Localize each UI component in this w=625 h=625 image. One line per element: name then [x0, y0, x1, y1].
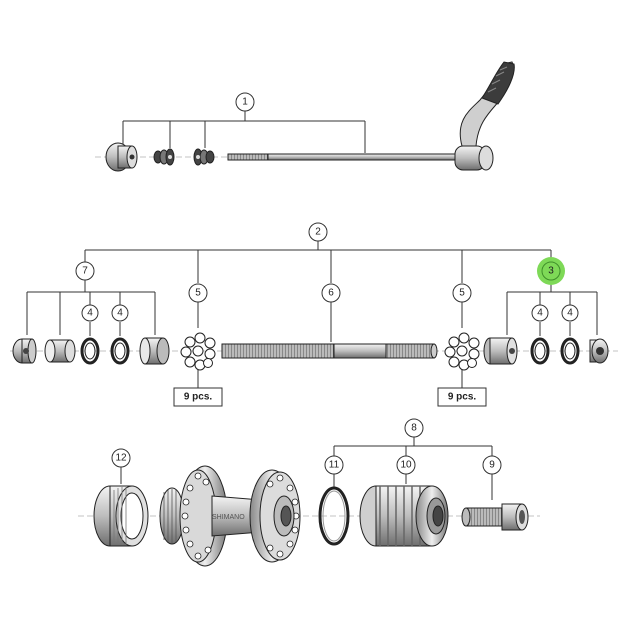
callout-6: 6 [328, 288, 334, 299]
qr-adjusting-nut [105, 142, 138, 172]
qr-cam-lever [454, 61, 515, 171]
spacer-left [44, 339, 76, 363]
ball-bearings-left [180, 332, 216, 371]
callout-12: 12 [115, 453, 127, 464]
washer-right-2 [560, 337, 580, 365]
callout-7: 7 [82, 266, 88, 277]
callout-10: 10 [400, 460, 412, 471]
locknut-right [589, 338, 609, 364]
callout-4-left-a: 4 [87, 308, 93, 319]
washer-left-2 [110, 337, 130, 365]
callout-9: 9 [489, 460, 495, 471]
locknut-left [12, 338, 37, 364]
callout-4-right-a: 4 [537, 308, 543, 319]
freehub-fixing-bolt [461, 503, 529, 531]
axle-assembly-group: 9 pcs. 9 pcs. [10, 222, 618, 407]
washer-right-1 [530, 337, 550, 365]
callout-4-left-b: 4 [117, 308, 123, 319]
callout-5-left: 5 [195, 288, 201, 299]
ball-bearings-right [444, 332, 480, 371]
callout-1: 1 [242, 97, 248, 108]
hub-shell: SHIMANO [159, 465, 301, 567]
callout-5-right: 5 [459, 288, 465, 299]
pcs-note-left: 9 pcs. [184, 392, 213, 403]
quick-release-group: 1 [95, 61, 515, 172]
washer-left-1 [80, 337, 100, 365]
pcs-note-right: 9 pcs. [448, 392, 477, 403]
callout-11: 11 [329, 460, 340, 471]
seal-ring [318, 486, 350, 546]
callout-2: 2 [315, 227, 321, 238]
cone-right [483, 337, 518, 365]
hub-body-group: SHIMANO [78, 418, 540, 567]
hub-axle [221, 343, 438, 359]
callout-8: 8 [411, 423, 417, 434]
qr-spring-left [153, 148, 175, 166]
cone-left [139, 337, 170, 365]
lock-ring [93, 485, 149, 547]
hub-brand-logo: SHIMANO [212, 514, 245, 521]
callout-3[interactable]: 3 [548, 266, 554, 277]
callout-4-right-b: 4 [567, 308, 573, 319]
qr-spring-right [193, 148, 215, 166]
highlight-marker [537, 257, 565, 285]
freehub-body [359, 485, 449, 547]
qr-skewer-rod [227, 153, 459, 161]
